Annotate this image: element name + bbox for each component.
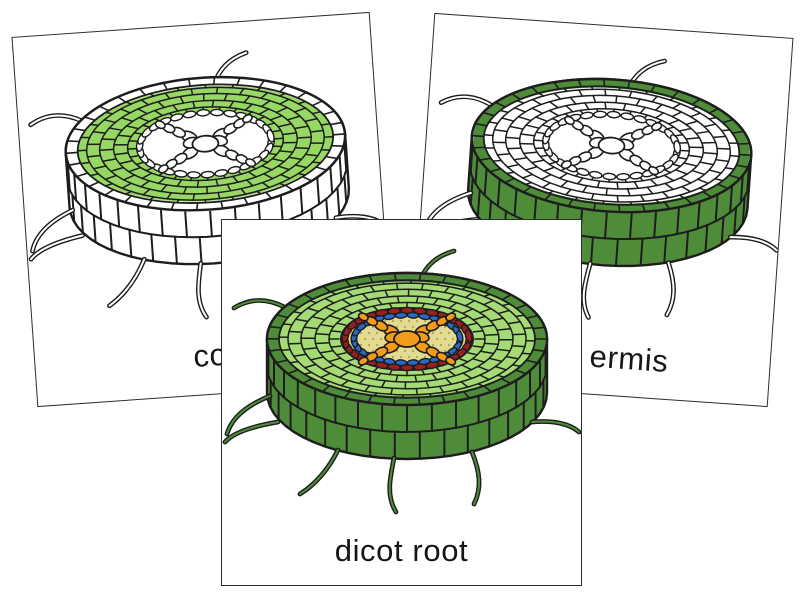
card-dicot-root[interactable]: dicot root — [221, 219, 582, 586]
card-label-dicot-root: dicot root — [334, 533, 469, 568]
card-label-epidermis: ermis — [588, 338, 670, 380]
dicot-root-cross-section-illustration — [222, 246, 581, 526]
